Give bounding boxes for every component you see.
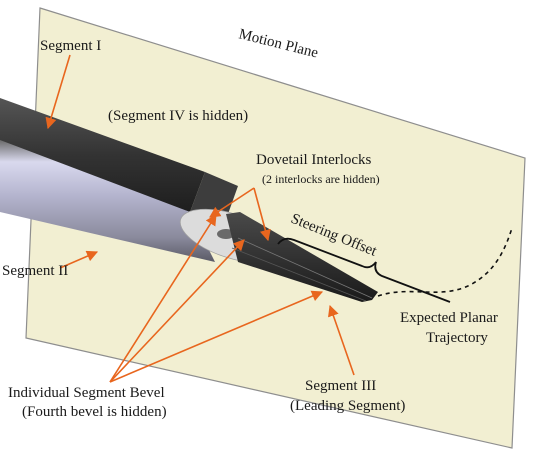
label-segment-iii-2: (Leading Segment) [290, 398, 405, 414]
arrow-dovetail-2 [253, 187, 271, 242]
label-bevel-1: Individual Segment Bevel [8, 385, 165, 401]
label-expected-1: Expected Planar [400, 310, 498, 326]
annotation-arrows [45, 54, 355, 383]
segment-iii-groove-2 [231, 247, 367, 302]
arrow-segment-i [45, 54, 71, 130]
steering-offset-brace [277, 237, 451, 303]
label-bevel-2: (Fourth bevel is hidden) [22, 404, 167, 420]
arrow-segment-ii [59, 250, 99, 269]
label-segment-i: Segment I [40, 38, 101, 54]
label-dovetail-note: (2 interlocks are hidden) [262, 172, 380, 186]
segment-ii-body [0, 140, 215, 262]
label-segment-ii: Segment II [2, 263, 68, 279]
arrow-bevel-3 [109, 290, 324, 383]
segment-iii-groove [237, 237, 373, 299]
trajectory-curve [377, 227, 513, 297]
arrow-dovetail-1 [209, 187, 255, 218]
arrow-bevel-2 [109, 239, 245, 383]
label-segment-iii-1: Segment III [305, 378, 376, 394]
arrow-segment-iii [328, 304, 355, 376]
label-expected-2: Trajectory [426, 330, 488, 346]
segment-i-bevel [190, 172, 238, 214]
label-segment-iv-hidden: (Segment IV is hidden) [108, 108, 248, 124]
label-motion-plane: Motion Plane [237, 26, 320, 61]
arrow-bevel-1 [109, 214, 217, 383]
label-dovetail-title: Dovetail Interlocks [256, 152, 372, 168]
